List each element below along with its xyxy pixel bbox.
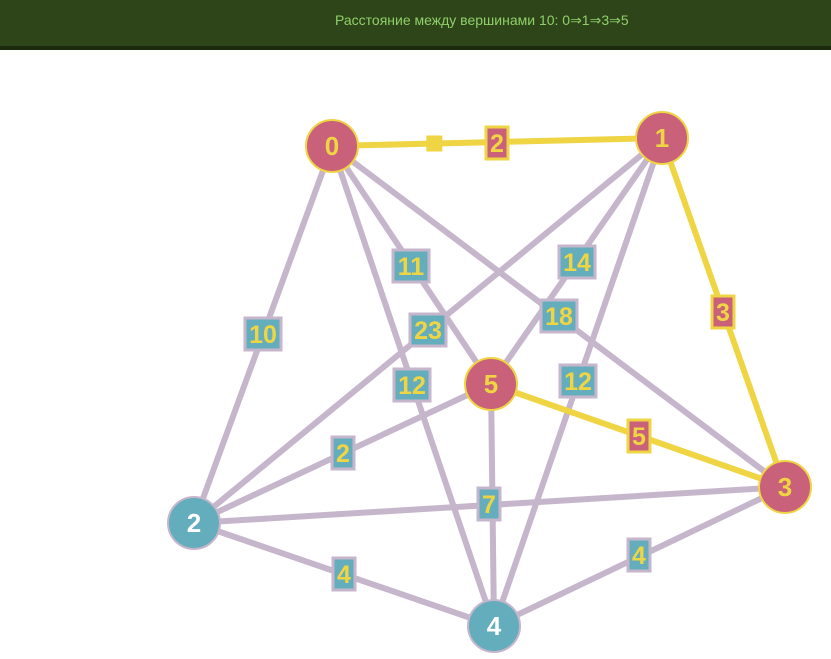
node-circle[interactable]: [635, 111, 689, 165]
edge-weight-text: 12: [398, 372, 426, 400]
edge-weight-label-1-4: 12: [558, 363, 598, 399]
edge-weight-box: [330, 435, 356, 471]
node-label: 3: [778, 472, 792, 502]
edge-weight-label-3-5: 5: [626, 418, 652, 454]
edge-weight-label-0-1: 2: [484, 125, 510, 161]
node-circle[interactable]: [167, 496, 221, 550]
node-label: 2: [187, 508, 201, 538]
graph-node-0[interactable]: 0: [305, 119, 359, 173]
edge-weight-box: [626, 537, 652, 573]
edge-weight-label-0-3: 18: [539, 298, 579, 334]
edge-weight-label-0-5: 11: [391, 248, 431, 284]
distance-status-text: Расстояние между вершинами 10: 0⇒1⇒3⇒5: [335, 12, 629, 28]
edge-weight-box: [476, 486, 502, 522]
node-circle[interactable]: [305, 119, 359, 173]
edge-weight-box: [484, 125, 510, 161]
node-circle[interactable]: [467, 599, 521, 653]
edge-weight-text: 4: [337, 561, 351, 589]
node-label: 1: [655, 123, 669, 153]
edge-weight-text: 14: [563, 249, 591, 277]
edge-weight-label-0-2: 10: [243, 316, 283, 352]
edge-weight-text: 18: [545, 303, 573, 331]
edge-weight-text: 7: [482, 491, 496, 519]
edge-weight-box: [392, 367, 432, 403]
graph-node-4[interactable]: 4: [467, 599, 521, 653]
edge-weight-box: [558, 363, 598, 399]
node-label: 0: [325, 131, 339, 161]
edge-weight-label-1-2: 23: [408, 312, 448, 348]
node-circle[interactable]: [758, 460, 812, 514]
edge-weight-box: [710, 294, 736, 330]
edge-weight-label-2-5: 2: [330, 435, 356, 471]
edge-weight-label-3-4: 4: [626, 537, 652, 573]
edge-weight-text: 2: [490, 130, 504, 158]
graph-node-1[interactable]: 1: [635, 111, 689, 165]
edge-weight-text: 12: [564, 368, 592, 396]
edge-weight-text: 10: [249, 321, 277, 349]
edge-weight-box: [391, 248, 431, 284]
edge-weight-label-1-5: 14: [557, 244, 597, 280]
edge-weight-text: 2: [336, 440, 350, 468]
edge-weight-box: [626, 418, 652, 454]
status-bar: Расстояние между вершинами 10: 0⇒1⇒3⇒5: [0, 0, 831, 50]
edge-weight-label-0-4: 12: [392, 367, 432, 403]
edge-weight-text: 23: [414, 317, 442, 345]
edge-weight-text: 4: [632, 542, 646, 570]
node-label: 4: [487, 611, 502, 641]
edge-weight-box: [331, 556, 357, 592]
edge-weight-text: 5: [632, 423, 646, 451]
edge-weight-text: 11: [398, 253, 425, 281]
graph-node-2[interactable]: 2: [167, 496, 221, 550]
path-traversal-marker: [426, 135, 443, 152]
edge-weight-text: 3: [716, 299, 730, 327]
node-label: 5: [484, 369, 498, 399]
edge-weight-box: [557, 244, 597, 280]
graph-node-5[interactable]: 5: [464, 357, 518, 411]
edge-weight-label-2-4: 4: [331, 556, 357, 592]
edge-weight-box: [408, 312, 448, 348]
edge-weight-box: [243, 316, 283, 352]
node-circle[interactable]: [464, 357, 518, 411]
edge-weight-label-2-3: 7: [476, 486, 502, 522]
graph-node-3[interactable]: 3: [758, 460, 812, 514]
edge-weight-label-1-3: 3: [710, 294, 736, 330]
edge-weight-box: [539, 298, 579, 334]
